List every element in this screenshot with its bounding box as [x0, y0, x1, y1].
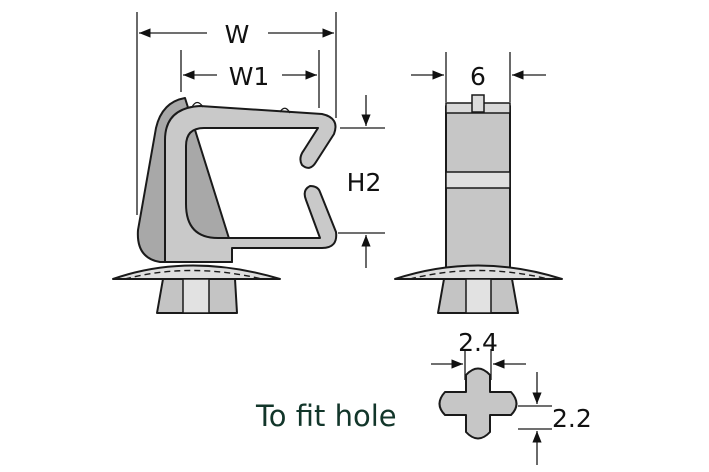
dimension-thickness: 6 [411, 52, 546, 102]
base-flange [112, 264, 281, 280]
hole-profile [438, 367, 518, 440]
front-top-tab [471, 94, 485, 113]
hole-height-label: 2.2 [552, 404, 592, 433]
h2-label: H2 [347, 168, 382, 197]
thickness-label: 6 [470, 62, 486, 91]
flange-dashed-line [124, 269, 263, 280]
w-label: W [225, 20, 250, 49]
fit-hole-caption: To fit hole [255, 399, 397, 433]
cross-hole-shape [438, 367, 518, 440]
clip-c-body [164, 105, 338, 263]
dimension-w: W [136, 12, 337, 215]
clip-bump [279, 107, 291, 114]
front-view [394, 94, 563, 314]
dimension-h2: H2 [338, 95, 385, 268]
dimension-w1: W1 [180, 50, 320, 108]
hole-width-label: 2.4 [458, 328, 498, 357]
dimension-hole-width: 2.4 [431, 328, 526, 380]
front-flange [394, 264, 563, 280]
front-stem-slot [465, 278, 492, 314]
dimension-hole-height: 2.2 [518, 372, 592, 465]
w1-label: W1 [229, 62, 270, 91]
front-mid-band [445, 171, 511, 189]
clip-bump [191, 101, 204, 108]
side-view [112, 97, 338, 314]
stem-center-slot [182, 278, 210, 314]
front-body [445, 105, 511, 280]
front-flange-dashed-line [409, 269, 549, 280]
